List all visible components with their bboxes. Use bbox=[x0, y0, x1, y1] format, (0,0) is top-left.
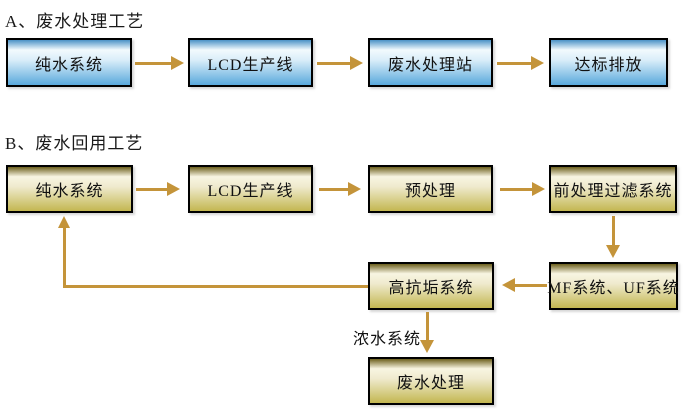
node-pure-water-b: 纯水系统 bbox=[6, 165, 133, 213]
arrow-up-icon bbox=[58, 216, 70, 228]
node-lcd-line-b: LCD生产线 bbox=[188, 165, 313, 213]
node-lcd-line-a: LCD生产线 bbox=[188, 38, 313, 87]
node-wastewater-treatment: 废水处理 bbox=[368, 357, 494, 405]
arrow-right-icon bbox=[135, 56, 184, 70]
node-pure-water-a: 纯水系统 bbox=[6, 38, 132, 87]
arrow-right-icon bbox=[319, 182, 361, 196]
edge-label-concentrate: 浓水系统 bbox=[353, 331, 422, 348]
node-antiscale-system: 高抗垢系统 bbox=[368, 262, 494, 310]
arrow-right-icon bbox=[317, 56, 363, 70]
node-discharge: 达标排放 bbox=[549, 38, 668, 87]
arrow-right-icon bbox=[136, 182, 180, 196]
section-b-heading: B、废水回用工艺 bbox=[5, 134, 144, 153]
arrow-down-icon bbox=[420, 312, 434, 353]
arrow-right-icon bbox=[500, 182, 545, 196]
arrow-down-icon bbox=[606, 216, 620, 258]
node-pretreatment: 预处理 bbox=[368, 165, 493, 213]
node-wastewater-station: 废水处理站 bbox=[368, 38, 493, 87]
section-a-heading: A、废水处理工艺 bbox=[5, 12, 145, 31]
node-prefilter-system: 前处理过滤系统 bbox=[549, 165, 677, 213]
recycle-loop-line bbox=[63, 226, 368, 288]
arrow-right-icon bbox=[497, 56, 544, 70]
node-mf-uf-system: MF系统、UF系统 bbox=[547, 262, 679, 310]
arrow-left-icon bbox=[502, 278, 547, 292]
